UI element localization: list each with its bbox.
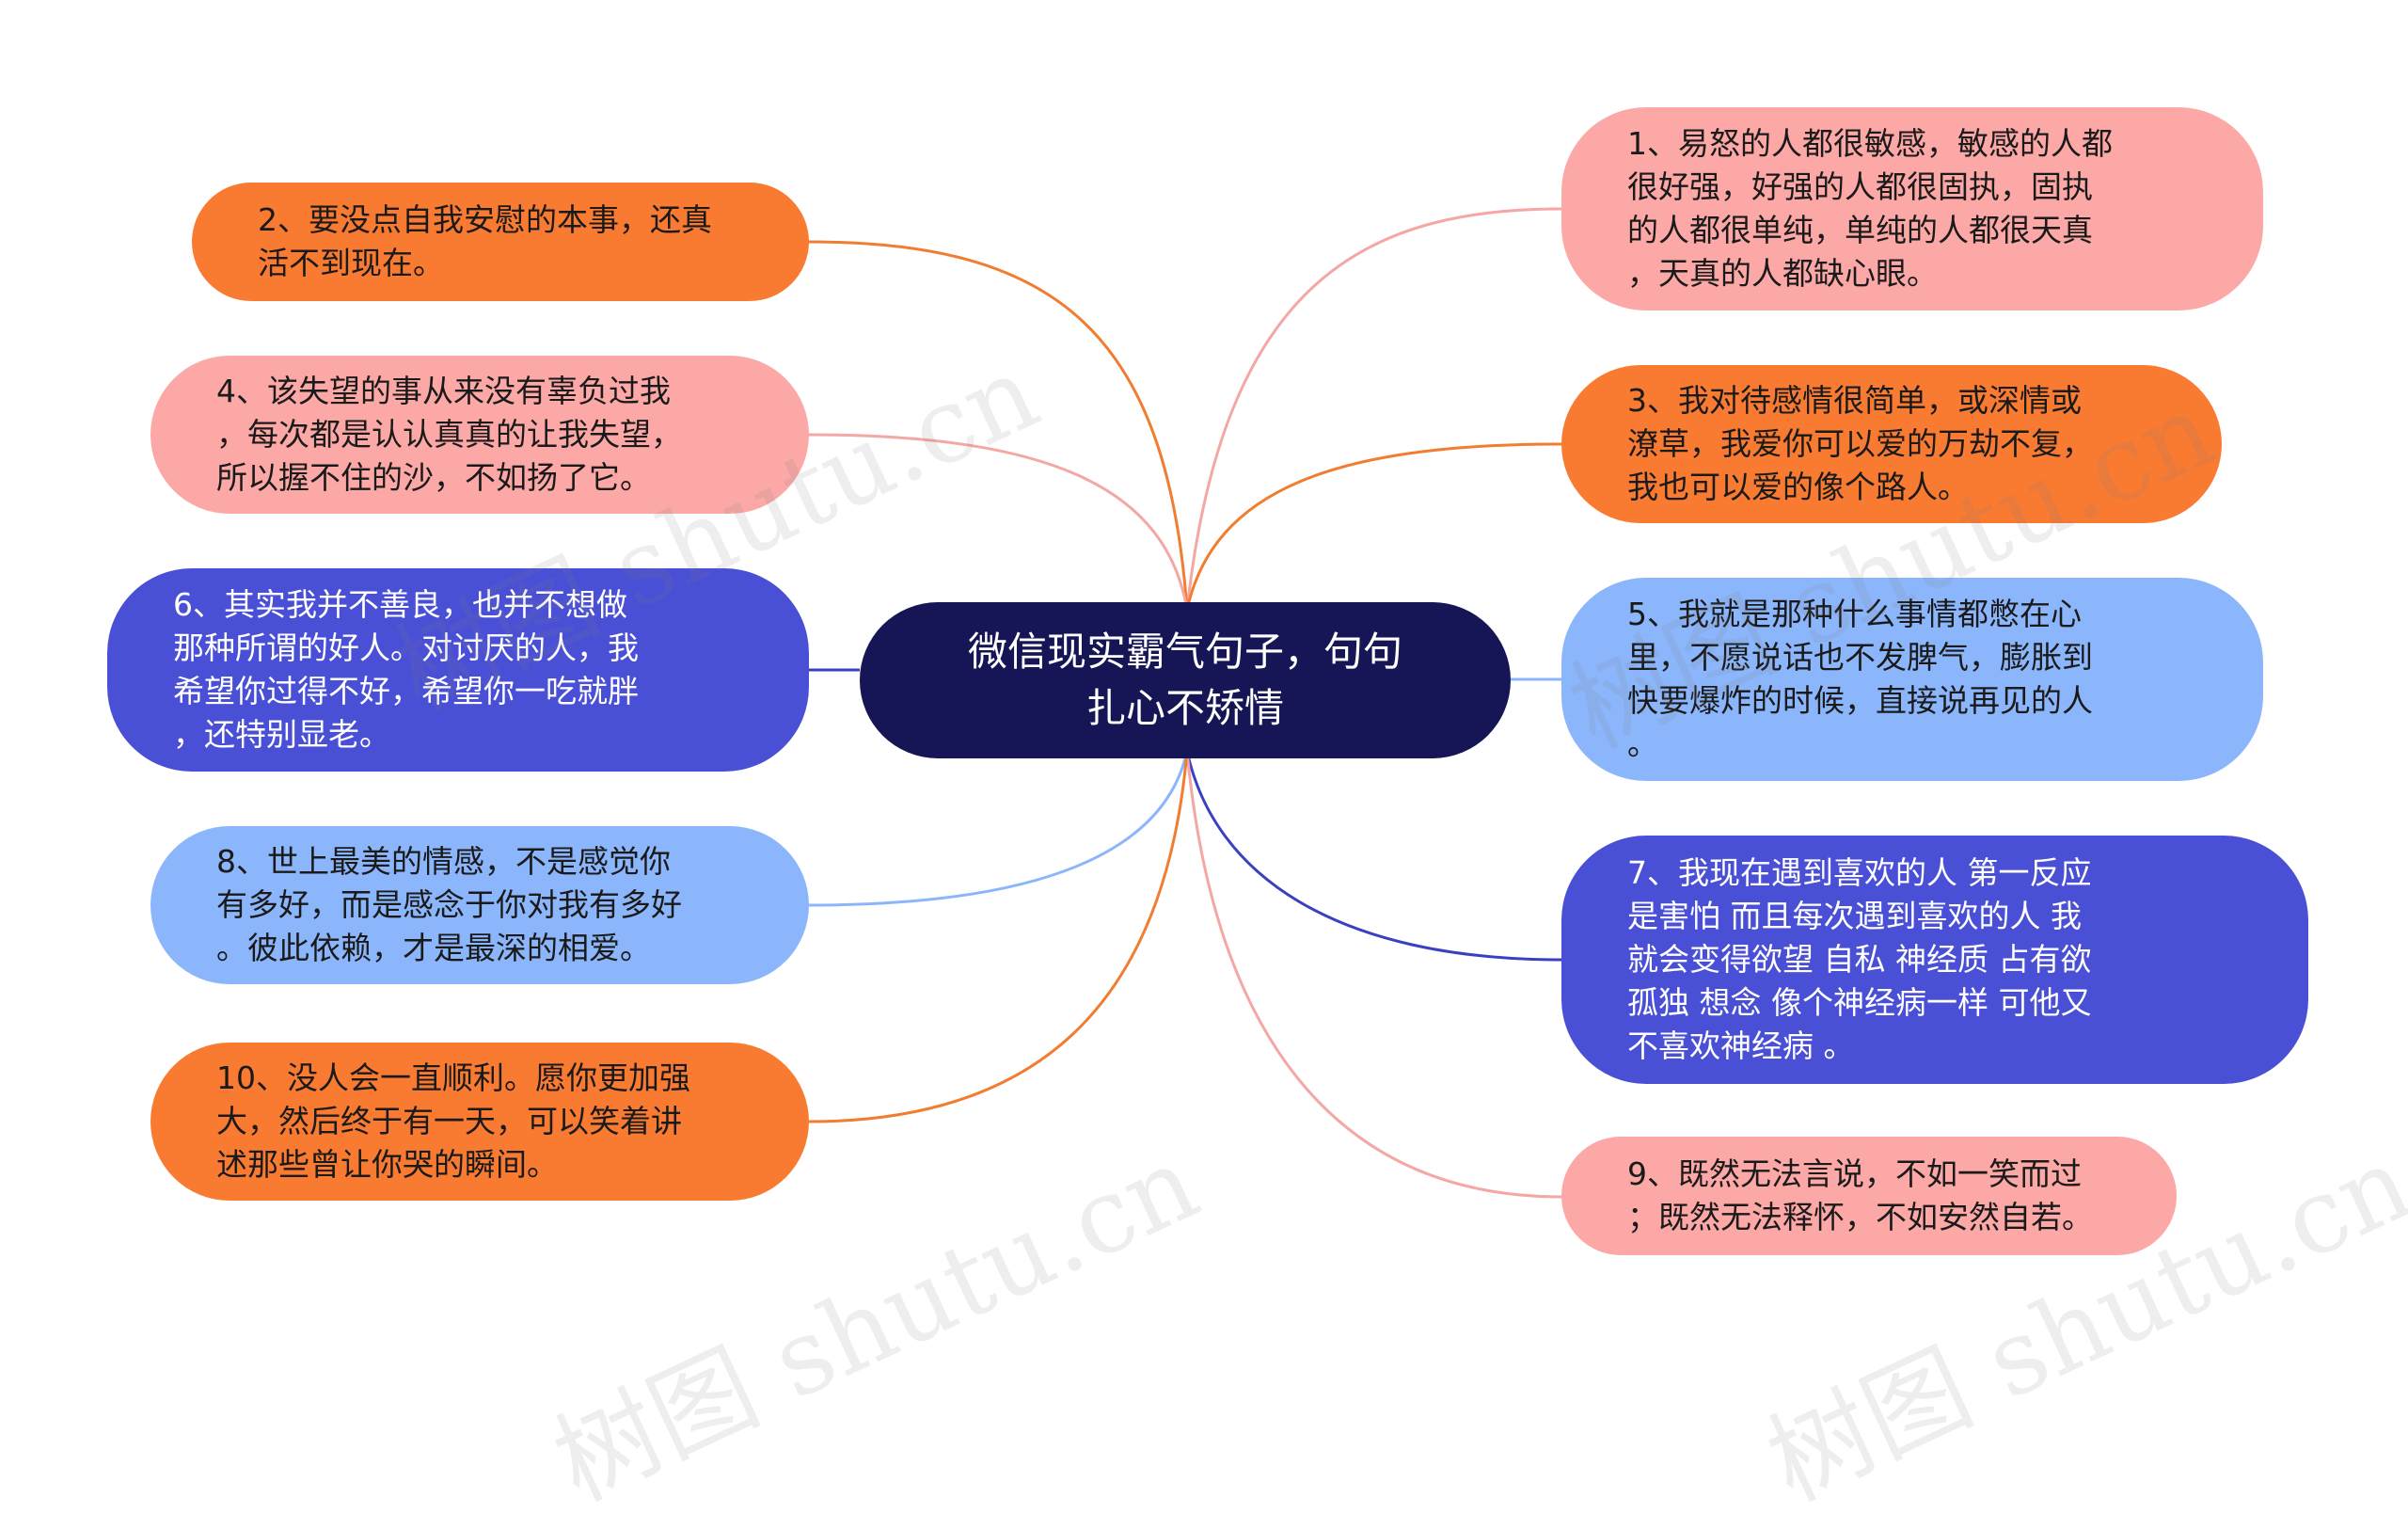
- connector-n8: [808, 750, 1189, 907]
- topic-node-4-text: 4、该失望的事从来没有辜负过我 ，每次都是认认真真的让我失望， 所以握不住的沙，…: [216, 373, 682, 496]
- topic-node-10[interactable]: 10、没人会一直顺利。愿你更加强 大，然后终于有一天，可以笑着讲 述那些曾让你哭…: [150, 1043, 809, 1201]
- topic-node-8-text: 8、世上最美的情感，不是感觉你 有多好，而是感念于你对我有多好 。彼此依赖，才是…: [216, 843, 682, 966]
- topic-node-2-text: 2、要没点自我安慰的本事，还真 活不到现在。: [258, 201, 712, 281]
- topic-node-3[interactable]: 3、我对待感情很简单，或深情或 潦草，我爱你可以爱的万劫不复， 我也可以爱的像个…: [1561, 365, 2222, 523]
- topic-node-7[interactable]: 7、我现在遇到喜欢的人 第一反应 是害怕 而且每次遇到喜欢的人 我 就会变得欲望…: [1561, 836, 2308, 1084]
- topic-node-3-text: 3、我对待感情很简单，或深情或 潦草，我爱你可以爱的万劫不复， 我也可以爱的像个…: [1627, 382, 2093, 505]
- connector-n1: [1185, 207, 1562, 611]
- topic-node-1[interactable]: 1、易怒的人都很敏感，敏感的人都 很好强，好强的人都很固执，固执 的人都很单纯，…: [1561, 107, 2263, 311]
- connector-layer: [808, 207, 1562, 1199]
- connector-n10: [808, 750, 1189, 1123]
- topic-node-6[interactable]: 6、其实我并不善良，也并不想做 那种所谓的好人。对讨厌的人，我 希望你过得不好，…: [107, 568, 809, 772]
- connector-n2: [808, 240, 1189, 611]
- topic-node-1-text: 1、易怒的人都很敏感，敏感的人都 很好强，好强的人都很固执，固执 的人都很单纯，…: [1627, 125, 2113, 292]
- topic-node-7-text: 7、我现在遇到喜欢的人 第一反应 是害怕 而且每次遇到喜欢的人 我 就会变得欲望…: [1627, 854, 2092, 1064]
- topic-node-9-text: 9、既然无法言说，不如一笑而过 ；既然无法释怀，不如安然自若。: [1627, 1155, 2093, 1235]
- topic-node-5[interactable]: 5、我就是那种什么事情都憋在心 里，不愿说话也不发脾气，膨胀到 快要爆炸的时候，…: [1561, 578, 2263, 781]
- topic-node-2[interactable]: 2、要没点自我安慰的本事，还真 活不到现在。: [192, 183, 809, 301]
- connector-n9: [1185, 750, 1562, 1199]
- central-topic[interactable]: 微信现实霸气句子，句句 扎心不矫情: [860, 602, 1511, 758]
- topic-node-4[interactable]: 4、该失望的事从来没有辜负过我 ，每次都是认认真真的让我失望， 所以握不住的沙，…: [150, 356, 809, 514]
- connector-n7: [1185, 750, 1562, 962]
- topic-node-8[interactable]: 8、世上最美的情感，不是感觉你 有多好，而是感念于你对我有多好 。彼此依赖，才是…: [150, 826, 809, 984]
- topic-node-10-text: 10、没人会一直顺利。愿你更加强 大，然后终于有一天，可以笑着讲 述那些曾让你哭…: [216, 1059, 690, 1183]
- topic-node-5-text: 5、我就是那种什么事情都憋在心 里，不愿说话也不发脾气，膨胀到 快要爆炸的时候，…: [1627, 596, 2093, 762]
- mind-map-canvas: 微信现实霸气句子，句句 扎心不矫情 1、易怒的人都很敏感，敏感的人都 很好强，好…: [107, 107, 2408, 1524]
- topic-node-6-text: 6、其实我并不善良，也并不想做 那种所谓的好人。对讨厌的人，我 希望你过得不好，…: [173, 586, 639, 753]
- connector-n4: [808, 433, 1189, 611]
- central-topic-text: 微信现实霸气句子，句句 扎心不矫情: [967, 629, 1402, 731]
- topic-node-9[interactable]: 9、既然无法言说，不如一笑而过 ；既然无法释怀，不如安然自若。: [1561, 1137, 2177, 1255]
- connector-n3: [1185, 442, 1562, 611]
